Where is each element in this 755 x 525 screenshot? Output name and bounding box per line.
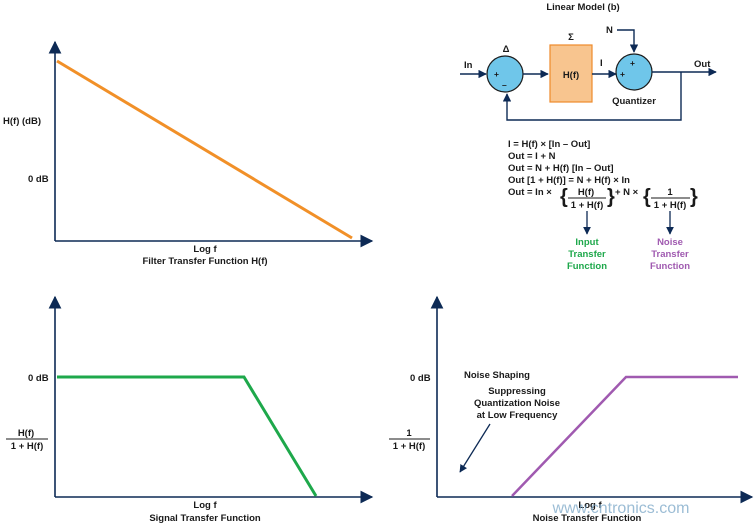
filter-transfer-panel: H(f) (dB) 0 dB Log f Filter Transfer Fun… [3,40,374,267]
noise-input-arrow [617,29,639,53]
noise-annotation-2: Suppressing [488,386,546,397]
noise-frac-den: 1 + H(f) [393,441,425,452]
noise-tf-label-2: Transfer [651,249,689,260]
filter-curve [56,59,353,240]
noise-annotation-pointer [459,423,491,473]
i-label: I [600,58,603,69]
sigma-label: Σ [568,32,574,43]
out-label: Out [694,59,711,70]
quantizer-label: Quantizer [612,96,656,107]
watermark: www.cntronics.com [552,500,690,517]
equation-5-prefix: Out = In × [508,187,552,198]
in-label: In [464,60,473,71]
filter-caption: Filter Transfer Function H(f) [142,256,267,267]
quantizer-plus-left: + [620,69,625,79]
filter-block [549,44,593,103]
frac1-numerator: H(f) [578,187,594,198]
model-title: Linear Model (b) [546,2,619,13]
n-label: N [606,25,613,36]
frac1-open-brace: { [560,186,568,208]
equation-1: I = H(f) × [In – Out] [508,139,590,150]
sum-minus-sign: – [502,80,507,90]
frac2-close-brace: } [690,186,698,208]
signal-frac-den: 1 + H(f) [11,441,43,452]
noise-annotation-4: at Low Frequency [477,410,558,421]
quantizer-plus-top: + [630,58,635,68]
signal-transfer-panel: 0 dB H(f) 1 + H(f) Log f Signal Transfer… [6,295,374,524]
input-tf-label-1: Input [575,237,599,248]
filter-x-label: Log f [193,244,217,255]
linear-model-panel: Linear Model (b) In Δ + – Σ H(f) I N + +… [460,2,717,272]
input-tf-label-3: Function [567,261,607,272]
signal-curve [57,375,318,497]
noise-annotation-3: Quantization Noise [474,398,560,409]
noise-frac-num: 1 [406,428,412,439]
signal-x-label: Log f [193,500,217,511]
noise-caption: Noise Transfer Function [533,513,642,524]
frac1-denominator: 1 + H(f) [571,200,603,211]
signal-frac-num: H(f) [18,428,34,439]
sum-plus-sign: + [494,69,499,79]
signal-caption: Signal Transfer Function [149,513,261,524]
frac1-close-brace: } [607,186,615,208]
input-tf-label-2: Transfer [568,249,606,260]
noise-zero-db: 0 dB [410,373,431,384]
frac2-numerator: 1 [667,187,673,198]
filter-block-label: H(f) [563,70,579,81]
noise-transfer-panel: 0 dB 1 1 + H(f) Noise Shaping Suppressin… [389,295,754,524]
equation-2: Out = I + N [508,151,556,162]
delta-label: Δ [503,44,510,55]
frac2-open-brace: { [643,186,651,208]
equation-5-mid: + N × [615,187,639,198]
frac2-denominator: 1 + H(f) [654,200,686,211]
noise-tf-label-1: Noise [657,237,683,248]
noise-annotation-1: Noise Shaping [464,370,530,381]
filter-zero-db: 0 dB [28,174,49,185]
signal-zero-db: 0 dB [28,373,49,384]
noise-tf-label-3: Function [650,261,690,272]
equation-4: Out [1 + H(f)] = N + H(f) × In [508,175,630,186]
filter-y-label: H(f) (dB) [3,116,41,127]
noise-curve [511,375,738,497]
equation-3: Out = N + H(f) [In – Out] [508,163,614,174]
feedback-path [502,72,682,121]
noise-x-label: Log f [578,500,602,511]
